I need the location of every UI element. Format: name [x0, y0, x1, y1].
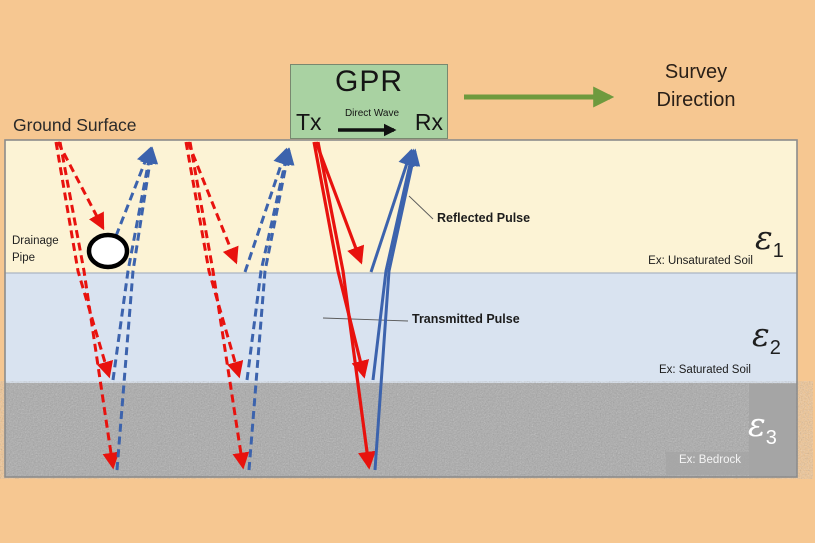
reflected-ray-from-bottom	[115, 146, 159, 471]
layer-saturated-soil	[5, 273, 797, 383]
bedrock-texture	[5, 383, 797, 477]
layer1-example-label: Ex: Unsaturated Soil	[648, 255, 753, 267]
gpr-unit-box: GPR Tx Rx Direct Wave	[290, 64, 448, 139]
transmitted-pulse-leader-line	[322, 317, 409, 322]
reflected-ray-from-boundary2	[111, 146, 157, 381]
transmitted-pulse-label: Transmitted Pulse	[412, 312, 520, 326]
reflected-pulse-label: Reflected Pulse	[437, 211, 531, 225]
transmitted-ray-to-bottom	[58, 141, 120, 470]
transmitted-ray-to-bottom	[188, 141, 250, 470]
epsilon-glyph: ε	[755, 218, 773, 257]
transmitted-ray-to-boundary2	[54, 141, 114, 379]
ground-surface-label: Ground Surface	[13, 115, 137, 135]
drainage-pipe-label: Drainage Pipe	[12, 233, 59, 267]
diagram-frame	[4, 139, 798, 478]
drainage-pipe-label-line1: Drainage	[12, 235, 59, 247]
epsilon-glyph: ε	[752, 315, 770, 354]
transmitted-ray-to-boundary1	[186, 141, 239, 265]
survey-direction-line1: Survey	[664, 61, 728, 83]
soil-layers	[4, 139, 798, 478]
drainage-pipe	[86, 232, 130, 270]
solid-trace-current	[312, 141, 421, 471]
reflected-pulse-from-boundary1	[369, 148, 415, 273]
direct-wave-arrow	[338, 123, 397, 137]
reflected-pulse-from-boundary2	[371, 148, 419, 381]
epsilon-subscript: 3	[765, 427, 777, 449]
epsilon-subscript: 2	[769, 337, 781, 359]
transmitted-ray-to-boundary2	[184, 141, 244, 379]
bedrock-caption-band	[666, 452, 749, 475]
receiver-label: Rx	[414, 109, 443, 135]
gpr-unit-title: GPR	[334, 65, 403, 98]
layer2-example-label: Ex: Saturated Soil	[658, 364, 751, 376]
reflected-pulse-leader-line	[408, 195, 434, 220]
permittivity-symbol-layer3: ε3	[748, 405, 777, 450]
reflected-pulse-from-bottom	[373, 148, 421, 471]
survey-direction-label: Survey Direction	[636, 58, 756, 114]
permittivity-symbol-layer1: ε1	[755, 218, 784, 263]
reflected-ray-from-boundary1	[243, 147, 290, 273]
reflected-ray-from-bottom	[247, 147, 295, 471]
direct-wave-label: Direct Wave	[344, 108, 400, 119]
drainage-pipe-label-line2: Pipe	[12, 252, 36, 264]
bedrock-label-panel	[749, 384, 796, 476]
transmitted-pulse-to-bottom	[316, 141, 376, 470]
transmitted-pulse-to-boundary2	[312, 141, 370, 379]
permittivity-symbol-layer2: ε2	[752, 315, 781, 360]
epsilon-glyph: ε	[748, 405, 766, 444]
epsilon-subscript: 1	[772, 240, 784, 262]
transmitted-ray-to-pipe	[56, 141, 105, 231]
survey-direction-line2: Direction	[656, 89, 736, 111]
dashed-trace-2	[184, 141, 295, 471]
dashed-trace-1	[54, 141, 159, 471]
transmitter-label: Tx	[296, 109, 322, 135]
reflected-ray-from-boundary2	[245, 147, 294, 381]
layer3-example-label: Ex: Bedrock	[679, 454, 741, 466]
